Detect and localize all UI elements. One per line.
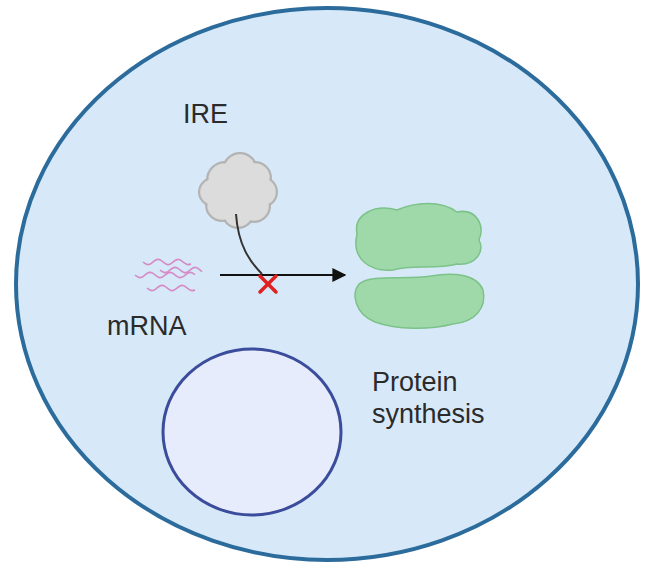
ribosome-small-subunit [355,274,484,328]
protein-node: IRE [180,92,280,227]
blob-lobe [229,178,262,211]
mrna-node: mRNA [105,250,220,345]
node-label: mRNA [107,310,217,342]
ribosome-node: Protein synthesis [345,200,535,435]
block-cross [260,276,276,292]
mrna-strand [147,285,195,290]
nucleus [163,349,341,515]
flow-arrow [220,274,345,276]
mrna-strand [143,259,191,264]
mrna-strand [160,267,202,272]
inhibition-line [236,214,262,274]
cell-membrane [16,8,638,560]
ribosome-large-subunit [356,204,481,271]
block-cross [260,276,276,292]
protein-blob-fill [201,155,276,227]
protein-blob-outline [199,153,277,228]
node-label: IRE [183,98,273,130]
node-label: Protein synthesis [372,366,512,430]
